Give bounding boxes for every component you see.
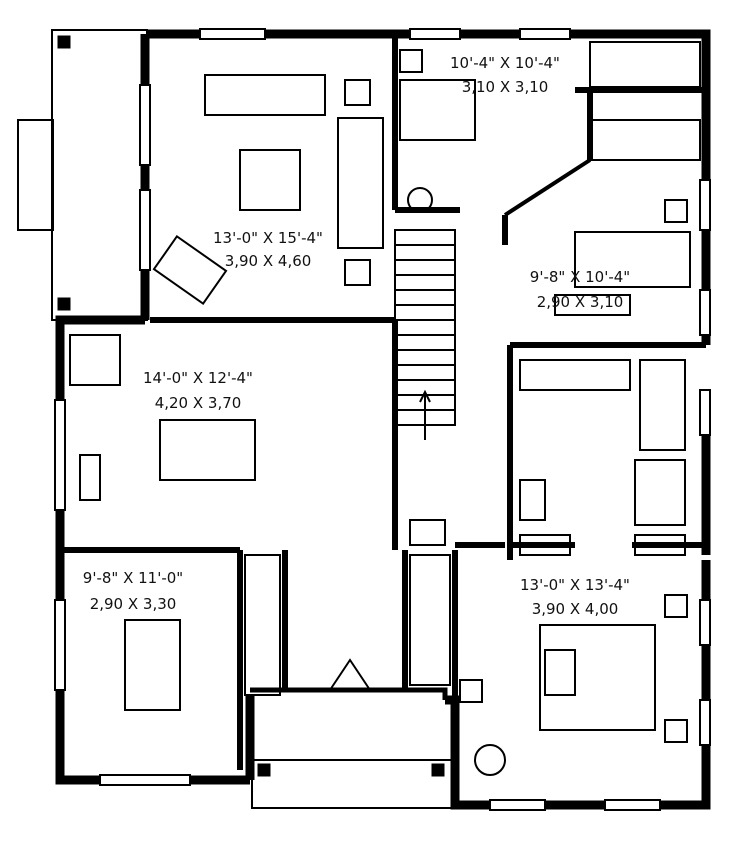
room-label-master-bedroom: 13'-0" X 13'-4" 3,90 X 4,00 xyxy=(520,576,630,618)
svg-text:2,90 X 3,10: 2,90 X 3,10 xyxy=(537,293,624,311)
svg-text:13'-0" X 13'-4": 13'-0" X 13'-4" xyxy=(520,576,630,594)
svg-text:2,90 X 3,30: 2,90 X 3,30 xyxy=(90,595,177,613)
svg-text:3,10 X 3,10: 3,10 X 3,10 xyxy=(462,78,549,96)
room-label-living: 13'-0" X 15'-4" 3,90 X 4,60 xyxy=(213,229,323,270)
room-label-bedroom-2: 10'-4" X 10'-4" 3,10 X 3,10 xyxy=(450,54,560,96)
svg-text:14'-0" X 12'-4": 14'-0" X 12'-4" xyxy=(143,369,253,387)
svg-text:4,20 X 3,70: 4,20 X 3,70 xyxy=(155,394,242,412)
svg-text:9'-8" X 10'-4": 9'-8" X 10'-4" xyxy=(530,268,630,286)
deck xyxy=(51,29,148,321)
svg-text:3,90 X 4,00: 3,90 X 4,00 xyxy=(532,600,619,618)
stair xyxy=(394,229,456,440)
room-label-dining: 9'-8" X 11'-0" 2,90 X 3,30 xyxy=(83,569,183,613)
svg-text:10'-4" X 10'-4": 10'-4" X 10'-4" xyxy=(450,54,560,72)
svg-text:3,90 X 4,60: 3,90 X 4,60 xyxy=(225,252,312,270)
svg-text:9'-8" X 11'-0": 9'-8" X 11'-0" xyxy=(83,569,183,587)
exterior-wall xyxy=(55,29,711,810)
porch xyxy=(251,759,453,809)
svg-text:13'-0" X 15'-4": 13'-0" X 15'-4" xyxy=(213,229,323,247)
room-label-bedroom-3: 9'-8" X 10'-4" 2,90 X 3,10 xyxy=(530,268,630,311)
room-label-kitchen: 14'-0" X 12'-4" 4,20 X 3,70 xyxy=(143,369,253,412)
